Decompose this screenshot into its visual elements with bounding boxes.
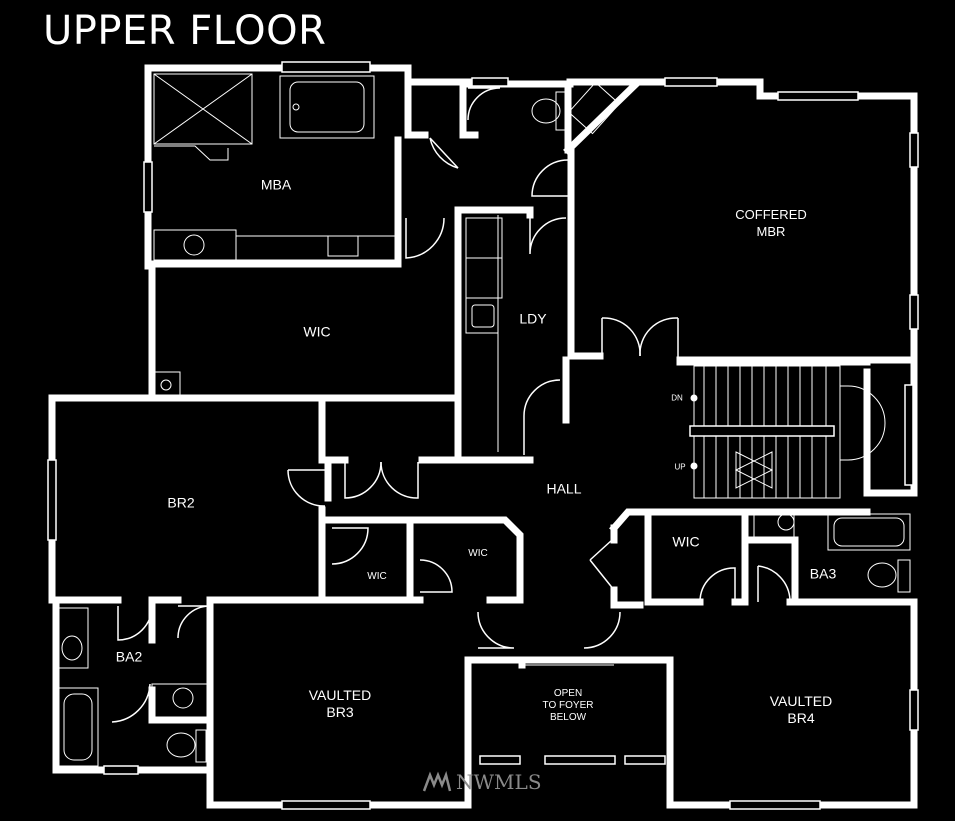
interior-walls bbox=[52, 78, 918, 724]
room-label-ldy: LDY bbox=[519, 310, 547, 327]
room-label-foyer: OPEN TO FOYER BELOW bbox=[542, 688, 594, 723]
watermark-text: NWMLS bbox=[456, 770, 542, 794]
room-label-hall: HALL bbox=[546, 480, 582, 497]
room-label-wic-master: WIC bbox=[303, 323, 331, 340]
room-label-wic-br4: WIC bbox=[672, 533, 700, 550]
room-label-mbr: COFFERED MBR bbox=[735, 207, 807, 239]
room-label-mba: MBA bbox=[260, 176, 292, 193]
page-title: UPPER FLOOR bbox=[43, 8, 327, 54]
stair-label-down: DN bbox=[671, 393, 683, 403]
stair-treads bbox=[689, 365, 886, 499]
fixtures bbox=[57, 73, 911, 767]
windows bbox=[47, 61, 919, 810]
room-label-wic-br2: WIC bbox=[367, 571, 387, 582]
room-label-br4: VAULTED BR4 bbox=[769, 693, 833, 726]
foyer-railing bbox=[522, 659, 614, 666]
room-label-ba3: BA3 bbox=[809, 565, 837, 582]
room-label-wic-br3: WIC bbox=[468, 548, 488, 559]
watermark: NWMLS bbox=[422, 770, 542, 794]
room-label-br2: BR2 bbox=[167, 494, 195, 511]
stair-label-up: UP bbox=[674, 462, 686, 472]
nwmls-logo-icon bbox=[422, 771, 452, 792]
room-label-br3: VAULTED BR3 bbox=[308, 687, 372, 720]
room-label-ba2: BA2 bbox=[115, 648, 143, 665]
door-swings bbox=[111, 87, 791, 723]
